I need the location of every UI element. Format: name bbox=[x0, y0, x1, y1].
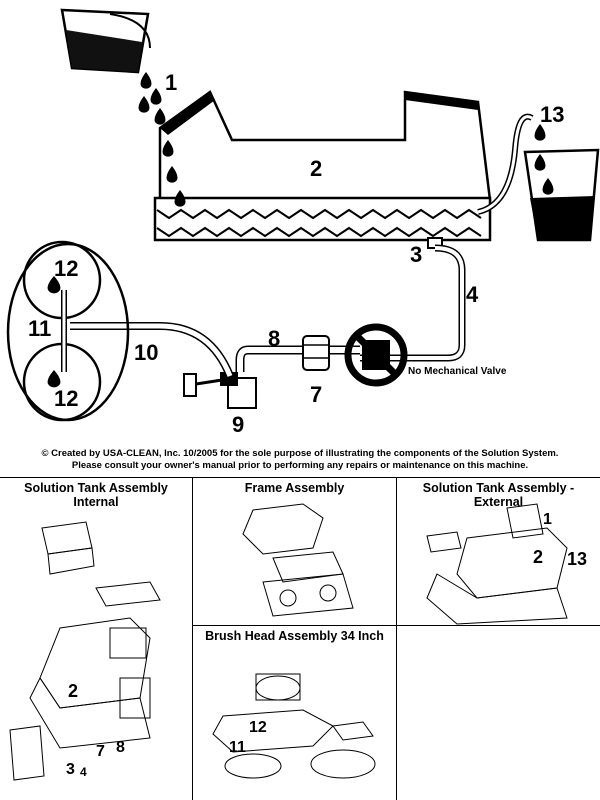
callout-10: 10 bbox=[134, 340, 159, 365]
panel-external-callout-13: 13 bbox=[567, 549, 588, 569]
panel-title-brush: Brush Head Assembly 34 Inch bbox=[205, 629, 384, 643]
solution-flow-illustration bbox=[6, 8, 600, 422]
panel-external-callout-2: 2 bbox=[533, 547, 544, 567]
no-valve-note: No Mechanical Valve bbox=[408, 366, 507, 377]
panel-internal-callout-3: 3 bbox=[66, 761, 75, 778]
panel-title-external: Solution Tank Assembly - External bbox=[422, 481, 575, 509]
panel-frame-assembly: Frame Assembly bbox=[192, 478, 396, 626]
solution-system-diagram: 1 2 3 4 7 8 9 10 12 11 12 13 No Mechanic… bbox=[6, 8, 600, 437]
brush-head-manifold bbox=[6, 240, 130, 422]
hose-8 bbox=[235, 345, 360, 372]
callout-1: 1 bbox=[165, 70, 178, 95]
callout-4: 4 bbox=[466, 282, 479, 307]
callout-7: 7 bbox=[310, 382, 323, 407]
internal-exploded-drawing bbox=[9, 521, 161, 781]
panel-solution-tank-external: Solution Tank Assembly - External 1 2 13 bbox=[396, 478, 600, 626]
callout-11: 11 bbox=[28, 316, 52, 341]
callout-12-top: 12 bbox=[54, 256, 79, 281]
hose-4 bbox=[360, 237, 466, 362]
panel-internal-callout-4: 4 bbox=[80, 765, 87, 779]
panel-brush-callout-11: 11 bbox=[229, 739, 246, 756]
credit-notice: © Created by USA-CLEAN, Inc. 10/2005 for… bbox=[0, 448, 600, 472]
callout-13: 13 bbox=[540, 102, 565, 127]
filter-7 bbox=[302, 335, 330, 371]
water-drops-1 bbox=[138, 72, 166, 125]
panel-internal-callout-8: 8 bbox=[116, 739, 125, 756]
panel-brush-head-assembly: Brush Head Assembly 34 Inch 12 11 bbox=[192, 626, 396, 800]
panel-title-internal: Solution Tank Assembly Internal bbox=[0, 478, 192, 509]
no-valve-icon bbox=[344, 323, 408, 387]
panel-external-callout-1: 1 bbox=[543, 511, 552, 528]
frame-exploded-drawing bbox=[242, 503, 354, 617]
panel-solution-tank-internal: Solution Tank Assembly Internal 2 3 4 7 … bbox=[0, 478, 192, 800]
callout-9: 9 bbox=[232, 412, 245, 437]
brush-exploded-drawing bbox=[212, 673, 376, 779]
panel-title-internal-line1: Solution Tank Assembly bbox=[24, 481, 168, 495]
panel-empty bbox=[396, 626, 600, 800]
hose-10 bbox=[70, 322, 234, 378]
solution-tank bbox=[153, 90, 492, 242]
credit-line-2: Please consult your owner's manual prior… bbox=[71, 460, 529, 471]
callout-2: 2 bbox=[310, 156, 323, 181]
solenoid-valve-9 bbox=[183, 372, 257, 409]
callout-12-bottom: 12 bbox=[54, 386, 79, 411]
callout-3: 3 bbox=[410, 242, 423, 267]
panel-brush-callout-12: 12 bbox=[249, 719, 267, 736]
external-exploded-drawing bbox=[426, 503, 568, 625]
overflow-bucket-icon bbox=[477, 113, 600, 242]
panel-internal-callout-2: 2 bbox=[68, 681, 79, 701]
panel-title-internal-line2: Internal bbox=[73, 495, 119, 509]
panel-title-frame: Frame Assembly bbox=[244, 481, 345, 495]
credit-line-1: © Created by USA-CLEAN, Inc. 10/2005 for… bbox=[41, 448, 559, 459]
panel-internal-callout-7: 7 bbox=[96, 743, 105, 760]
assembly-panels: Solution Tank Assembly Internal 2 3 4 7 … bbox=[0, 477, 600, 800]
callout-8: 8 bbox=[268, 326, 281, 351]
pouring-bucket-icon bbox=[60, 8, 151, 74]
